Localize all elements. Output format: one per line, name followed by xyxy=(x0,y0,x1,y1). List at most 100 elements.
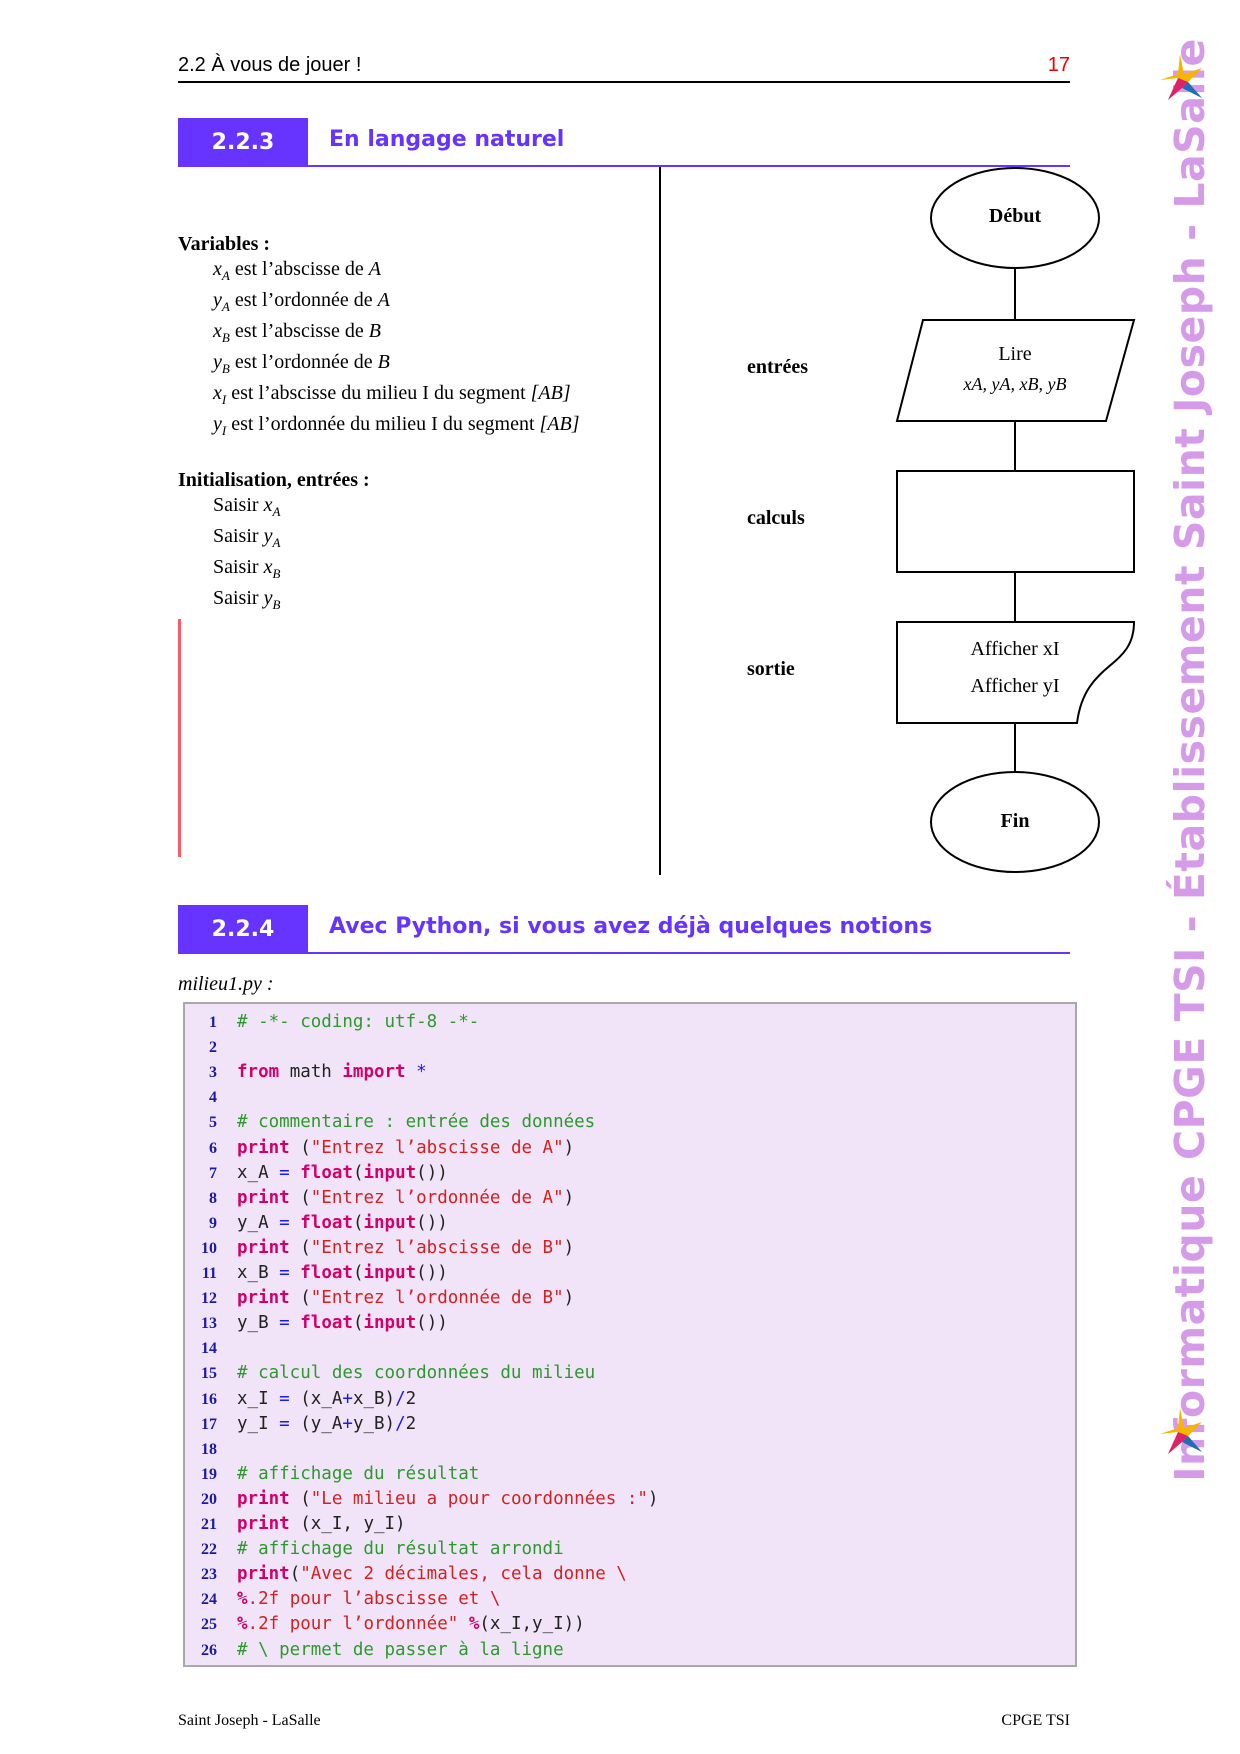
code-text: print ("Entrez l’abscisse de B") xyxy=(237,1236,574,1261)
code-text: # affichage du résultat arrondi xyxy=(237,1537,564,1562)
line-number: 6 xyxy=(209,1139,217,1157)
item-text: est l’ordonnée du milieu I du segment xyxy=(226,413,540,435)
code-token: "Entrez l’ordonnée de B" xyxy=(310,1288,564,1309)
code-token: (x_I,y_I)) xyxy=(479,1614,585,1635)
code-token: print xyxy=(237,1488,290,1509)
code-text: y_B = float(input()) xyxy=(237,1311,448,1336)
code-token: input xyxy=(363,1212,417,1233)
math-var: y xyxy=(213,351,222,373)
math-end: B xyxy=(377,351,390,373)
line-number: 22 xyxy=(201,1541,217,1559)
variable-item: xI est l’abscisse du milieu I du segment… xyxy=(178,381,580,412)
line-number: 23 xyxy=(201,1566,217,1584)
math-sub: A xyxy=(221,268,230,283)
code-token: print xyxy=(237,1564,290,1585)
code-token: ( xyxy=(289,1237,311,1258)
code-token: ) xyxy=(563,1237,575,1258)
running-header: 2.2 À vous de jouer ! xyxy=(178,54,362,76)
math-sub: B xyxy=(272,597,281,612)
section-rule xyxy=(178,952,1070,954)
line-number: 18 xyxy=(201,1440,217,1458)
math-var: y xyxy=(213,413,222,435)
code-token: # commentaire : entrée des données xyxy=(237,1112,596,1133)
code-text: # calcul des coordonnées du milieu xyxy=(237,1361,595,1386)
code-text: # affichage du résultat xyxy=(237,1462,479,1487)
code-token: ( xyxy=(289,1564,301,1585)
code-token: ()) xyxy=(416,1212,448,1233)
line-number: 14 xyxy=(201,1340,217,1358)
code-token: ) xyxy=(563,1187,575,1208)
code-text: y_A = float(input()) xyxy=(237,1211,448,1236)
variable-item: xA est l’abscisse de A xyxy=(178,257,580,288)
code-text: x_A = float(input()) xyxy=(237,1161,448,1186)
math-sub: B xyxy=(221,330,230,345)
code-token: x_A xyxy=(237,1162,280,1183)
code-token: x_B xyxy=(237,1263,280,1283)
variable-item: yB est l’ordonnée de B xyxy=(178,350,580,381)
code-token: = xyxy=(279,1212,290,1233)
line-number: 16 xyxy=(201,1390,217,1408)
code-token: / xyxy=(395,1388,406,1409)
math-var: x xyxy=(263,494,273,516)
code-token: print xyxy=(237,1514,290,1534)
math-end: B xyxy=(368,320,381,342)
code-token: y_I xyxy=(237,1413,280,1434)
line-number: 7 xyxy=(209,1164,217,1182)
code-token: "Le milieu a pour coordonnées :" xyxy=(310,1488,648,1509)
code-token: "Entrez l’ordonnée de A" xyxy=(310,1187,564,1208)
line-number: 5 xyxy=(209,1114,217,1132)
math-end: [AB] xyxy=(539,413,580,435)
section-number-box: 2.2.4 xyxy=(178,905,308,954)
code-text: print("Avec 2 décimales, cela donne \ xyxy=(237,1562,627,1587)
footer-left: Saint Joseph - LaSalle xyxy=(178,1712,321,1729)
math-end: [AB] xyxy=(530,382,571,404)
math-var: x xyxy=(213,382,222,404)
code-token: ) xyxy=(563,1288,575,1309)
page-number: 17 xyxy=(1047,54,1070,76)
code-token: = xyxy=(279,1162,290,1183)
code-token: 2 xyxy=(405,1388,417,1409)
line-number: 13 xyxy=(201,1315,217,1333)
output-shape xyxy=(896,621,1136,724)
school-logo-icon xyxy=(1160,54,1202,100)
line-number: 21 xyxy=(201,1516,217,1533)
item-text: est l’abscisse du milieu I du segment xyxy=(226,382,531,404)
output-line-1: Afficher xI xyxy=(970,638,1060,660)
code-token: = xyxy=(279,1388,290,1409)
code-text: # commentaire : entrée des données xyxy=(237,1110,595,1135)
code-token: ( xyxy=(289,1187,311,1208)
item-text: Saisir xyxy=(213,494,264,516)
section-rule xyxy=(178,165,1070,167)
math-var: x xyxy=(263,556,273,578)
code-text: x_B = float(input()) xyxy=(237,1261,448,1286)
line-number: 25 xyxy=(201,1616,217,1634)
code-token xyxy=(290,1213,301,1233)
end-ellipse xyxy=(930,771,1100,873)
code-token: "Entrez l’abscisse de A" xyxy=(310,1137,564,1158)
math-var: y xyxy=(263,587,273,609)
code-token: y_B) xyxy=(352,1413,396,1434)
math-sub: B xyxy=(221,361,230,376)
math-sub: A xyxy=(272,535,281,550)
code-token: 2 xyxy=(405,1413,417,1434)
code-token: # calcul des coordonnées du milieu xyxy=(237,1363,596,1384)
init-item: Saisir yB xyxy=(178,586,580,617)
filename: milieu1.py : xyxy=(178,973,274,995)
math-sub: B xyxy=(272,566,281,581)
math-var: y xyxy=(213,289,222,311)
code-token: % xyxy=(468,1614,480,1635)
math-sub: I xyxy=(221,392,227,407)
line-number: 10 xyxy=(201,1239,217,1257)
flowchart xyxy=(895,167,1136,873)
line-number: 17 xyxy=(201,1415,217,1433)
math-var: y xyxy=(263,525,273,547)
item-text: est l’ordonnée de xyxy=(229,289,378,311)
output-label: sortie xyxy=(747,658,795,680)
code-token: x_I xyxy=(237,1388,280,1409)
init-item: Saisir yA xyxy=(178,524,580,555)
input-parallelogram xyxy=(895,319,1136,422)
code-token: (x_A xyxy=(289,1388,343,1409)
variable-item: xB est l’abscisse de B xyxy=(178,319,580,350)
code-token: ( xyxy=(352,1162,364,1183)
